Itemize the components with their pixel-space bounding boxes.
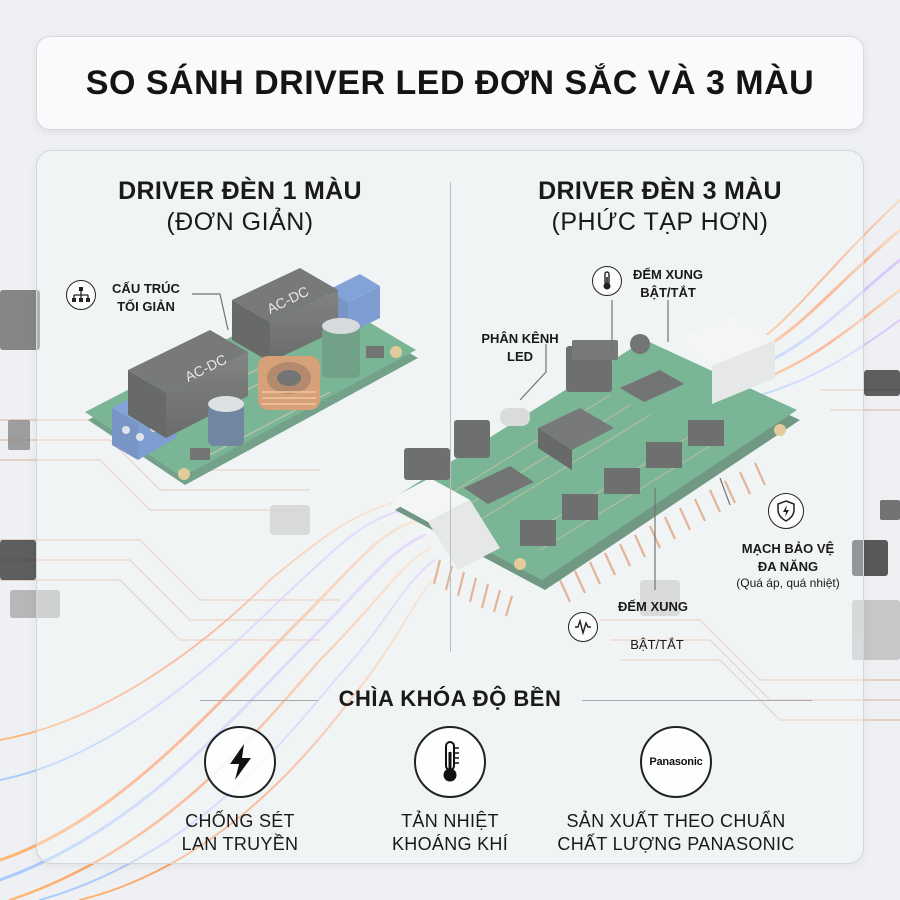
thermometer-small-icon [592, 266, 622, 296]
panasonic-label-line2: CHẤT LƯỢNG PANASONIC [557, 834, 795, 855]
structure-callout: CẤU TRÚC TỐI GIẢN [100, 280, 192, 315]
column-divider [450, 182, 451, 652]
pulse-count-top-line2: BẬT/TẮT [640, 284, 696, 300]
led-channel-line2: LED [507, 348, 533, 364]
three-color-subtitle: (PHỨC TẠP HƠN) [551, 208, 769, 237]
structure-callout-line1: CẤU TRÚC [112, 281, 180, 296]
pulse-icon [568, 612, 598, 642]
panasonic-logo-text: Panasonic [649, 756, 703, 768]
single-color-title: DRIVER ĐÈN 1 MÀU [118, 177, 362, 205]
pulse-count-bottom-label: ĐẾM XUNG [617, 599, 689, 614]
three-color-heading: DRIVER ĐÈN 3 MÀU (PHỨC TẠP HƠN) [480, 176, 840, 239]
lightning-icon [204, 726, 276, 798]
key-item-panasonic: Panasonic SẢN XUẤT THEO CHUẨN CHẤT LƯỢNG… [548, 726, 804, 857]
page-title: SO SÁNH DRIVER LED ĐƠN SẮC VÀ 3 MÀU [85, 63, 815, 102]
three-color-title: DRIVER ĐÈN 3 MÀU [538, 177, 782, 205]
key-line-left [200, 700, 318, 701]
protection-line2: ĐA NĂNG [757, 558, 819, 574]
led-channel-callout: PHÂN KÊNH LED [474, 330, 566, 365]
led-channel-line1: PHÂN KÊNH [481, 331, 559, 346]
title-panel: SO SÁNH DRIVER LED ĐƠN SẮC VÀ 3 MÀU [36, 36, 864, 130]
single-color-subtitle: (ĐƠN GIẢN) [166, 208, 314, 237]
protection-callout: MẠCH BẢO VỆ ĐA NĂNG (Quá áp, quá nhiệt) [720, 540, 856, 591]
key-item-panasonic-label: SẢN XUẤT THEO CHUẨN CHẤT LƯỢNG PANASONIC [548, 810, 804, 857]
thermometer-label-line1: TẢN NHIỆT [401, 811, 499, 831]
protection-line1: MẠCH BẢO VỆ [741, 541, 835, 556]
pulse-count-bottom-sub: BẬT/TẮT [630, 637, 684, 652]
key-item-lightning: CHỐNG SÉT LAN TRUYỀN [150, 726, 330, 857]
key-item-thermometer: TẢN NHIỆT KHOÁNG KHÍ [360, 726, 540, 857]
pulse-count-top-callout: ĐẾM XUNG BẬT/TẮT [626, 266, 710, 301]
shield-icon [768, 493, 804, 529]
hierarchy-icon [66, 280, 96, 310]
pulse-count-top-line1: ĐẾM XUNG [632, 267, 704, 282]
single-color-heading: DRIVER ĐÈN 1 MÀU (ĐƠN GIẢN) [70, 176, 410, 239]
panasonic-label-line1: SẢN XUẤT THEO CHUẨN [566, 811, 786, 831]
thermometer-icon [414, 726, 486, 798]
key-line-right [582, 700, 812, 701]
durability-title: CHÌA KHÓA ĐỘ BỀN [338, 686, 562, 711]
key-item-thermometer-label: TẢN NHIỆT KHOÁNG KHÍ [360, 810, 540, 857]
lightning-label-line1: CHỐNG SÉT [185, 811, 295, 831]
lightning-label-line2: LAN TRUYỀN [181, 834, 299, 855]
protection-note: (Quá áp, quá nhiệt) [736, 576, 840, 591]
panasonic-logo: Panasonic [640, 726, 712, 798]
single-color-pcb [85, 268, 418, 485]
three-color-pcb [388, 315, 800, 617]
key-item-lightning-label: CHỐNG SÉT LAN TRUYỀN [150, 810, 330, 857]
thermometer-label-line2: KHOÁNG KHÍ [391, 834, 509, 855]
structure-callout-line2: TỐI GIẢN [117, 298, 175, 314]
